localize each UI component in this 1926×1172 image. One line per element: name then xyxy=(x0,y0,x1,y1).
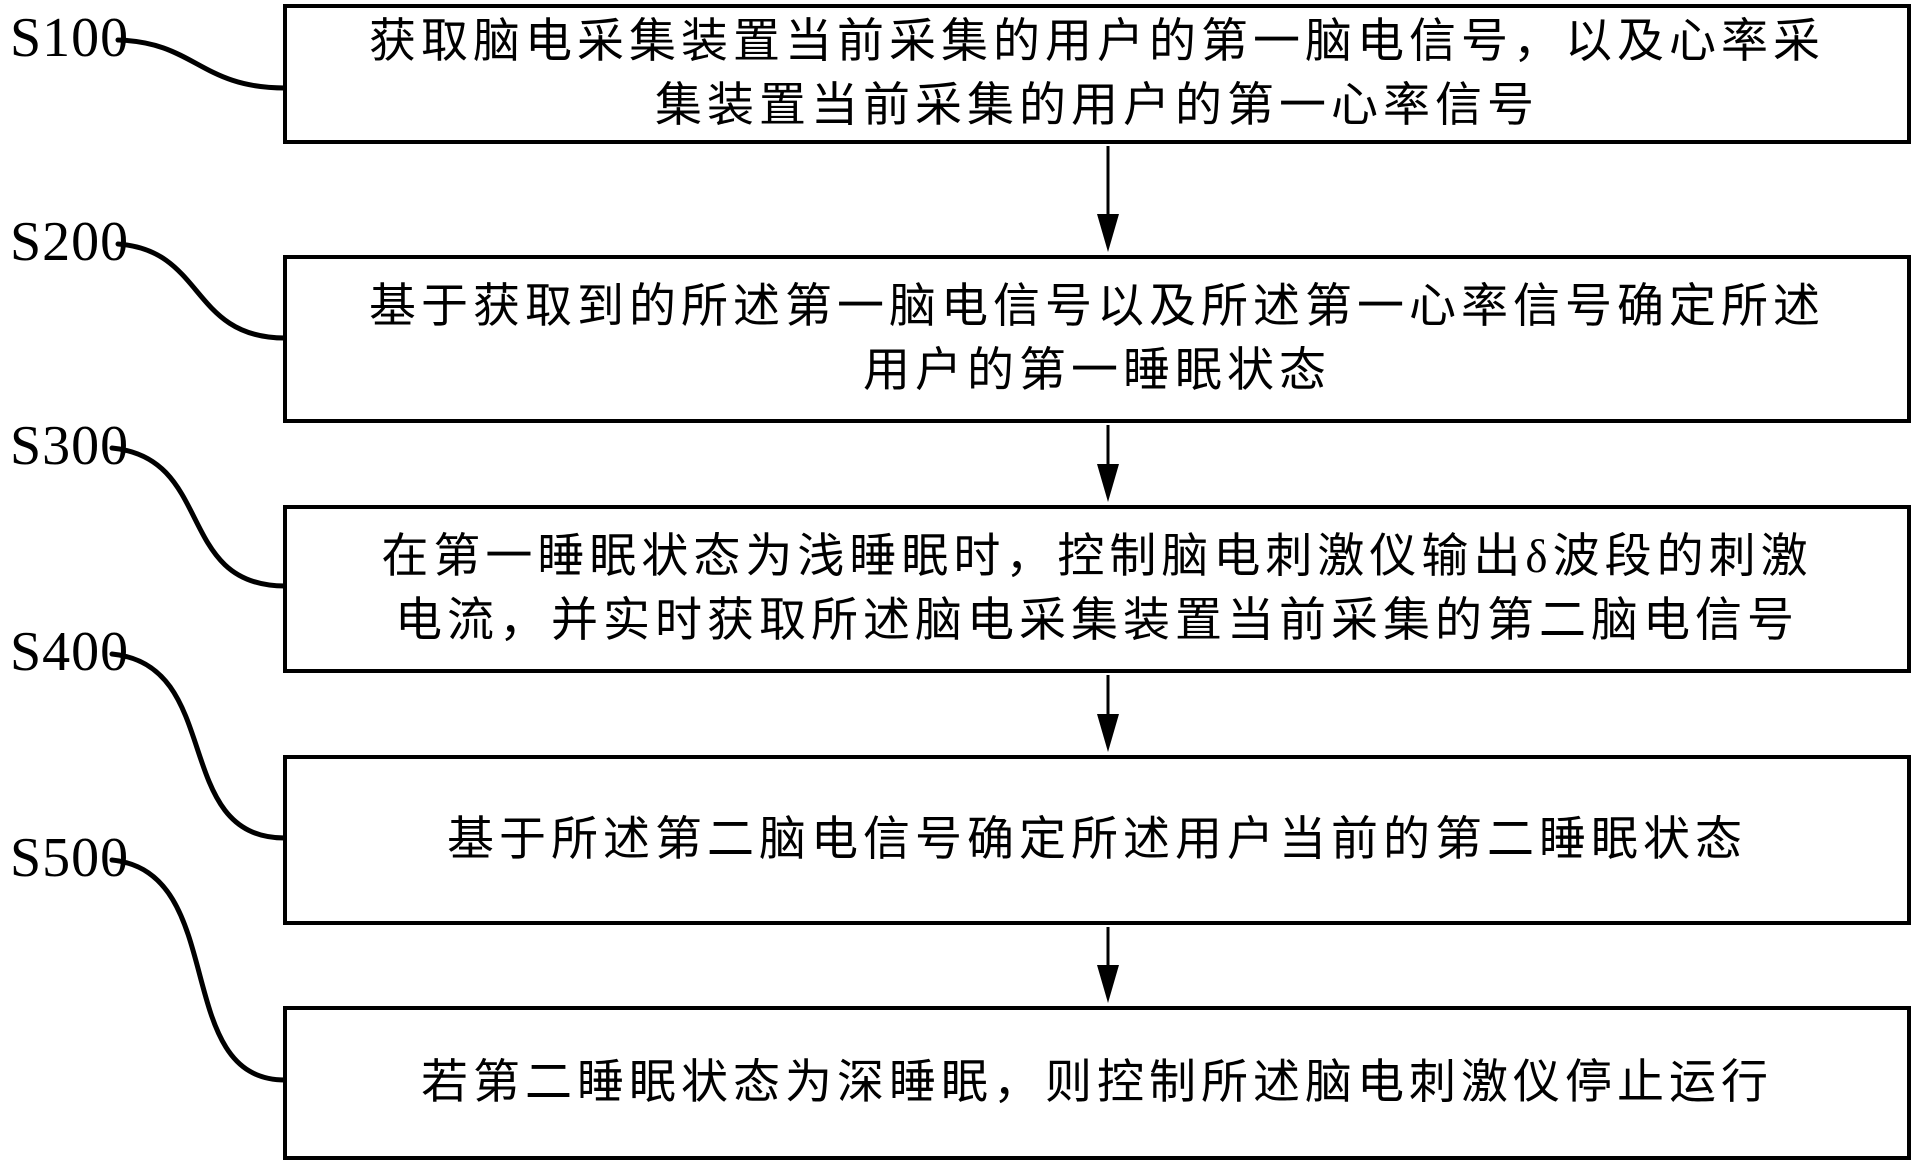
flow-step-box-s300: 在第一睡眠状态为浅睡眠时，控制脑电刺激仪输出δ波段的刺激 电流，并实时获取所述脑… xyxy=(283,505,1911,673)
arrow-s400-to-s500 xyxy=(1097,927,1119,1003)
flow-step-text-line: 电流，并实时获取所述脑电采集装置当前采集的第二脑电信号 xyxy=(395,595,1799,647)
step-label-s500: S500 xyxy=(10,827,130,889)
flow-step-box-s500: 若第二睡眠状态为深睡眠，则控制所述脑电刺激仪停止运行 xyxy=(283,1006,1911,1160)
squiggle-connector-s100 xyxy=(115,37,288,91)
arrow-s300-to-s400 xyxy=(1097,675,1119,752)
flow-step-text-line: 在第一睡眠状态为浅睡眠时，控制脑电刺激仪输出δ波段的刺激 xyxy=(381,531,1813,583)
arrow-s200-to-s300 xyxy=(1097,425,1119,502)
arrow-s100-to-s200 xyxy=(1097,146,1119,252)
flow-step-text-line: 若第二睡眠状态为深睡眠，则控制所述脑电刺激仪停止运行 xyxy=(421,1057,1773,1109)
flow-step-text-line: 集装置当前采集的用户的第一心率信号 xyxy=(655,80,1539,132)
flow-step-text-line: 基于获取到的所述第一脑电信号以及所述第一心率信号确定所述 xyxy=(369,281,1825,333)
flow-step-box-s400: 基于所述第二脑电信号确定所述用户当前的第二睡眠状态 xyxy=(283,755,1911,925)
flow-step-text-line: 基于所述第二脑电信号确定所述用户当前的第二睡眠状态 xyxy=(447,814,1747,866)
flow-step-box-s100: 获取脑电采集装置当前采集的用户的第一脑电信号，以及心率采 集装置当前采集的用户的… xyxy=(283,4,1911,144)
step-label-s100: S100 xyxy=(10,7,130,69)
flow-step-text-line: 获取脑电采集装置当前采集的用户的第一脑电信号，以及心率采 xyxy=(369,16,1825,68)
flow-step-text-line: 用户的第一睡眠状态 xyxy=(863,345,1331,397)
step-label-s300: S300 xyxy=(10,415,130,477)
step-label-s400: S400 xyxy=(10,621,130,683)
squiggle-connector-s500 xyxy=(109,857,288,1083)
flow-step-box-s200: 基于获取到的所述第一脑电信号以及所述第一心率信号确定所述 用户的第一睡眠状态 xyxy=(283,255,1911,423)
squiggle-connector-s400 xyxy=(109,651,288,841)
squiggle-connector-s300 xyxy=(109,445,288,589)
squiggle-connector-s200 xyxy=(115,241,288,341)
step-label-s200: S200 xyxy=(10,211,130,273)
